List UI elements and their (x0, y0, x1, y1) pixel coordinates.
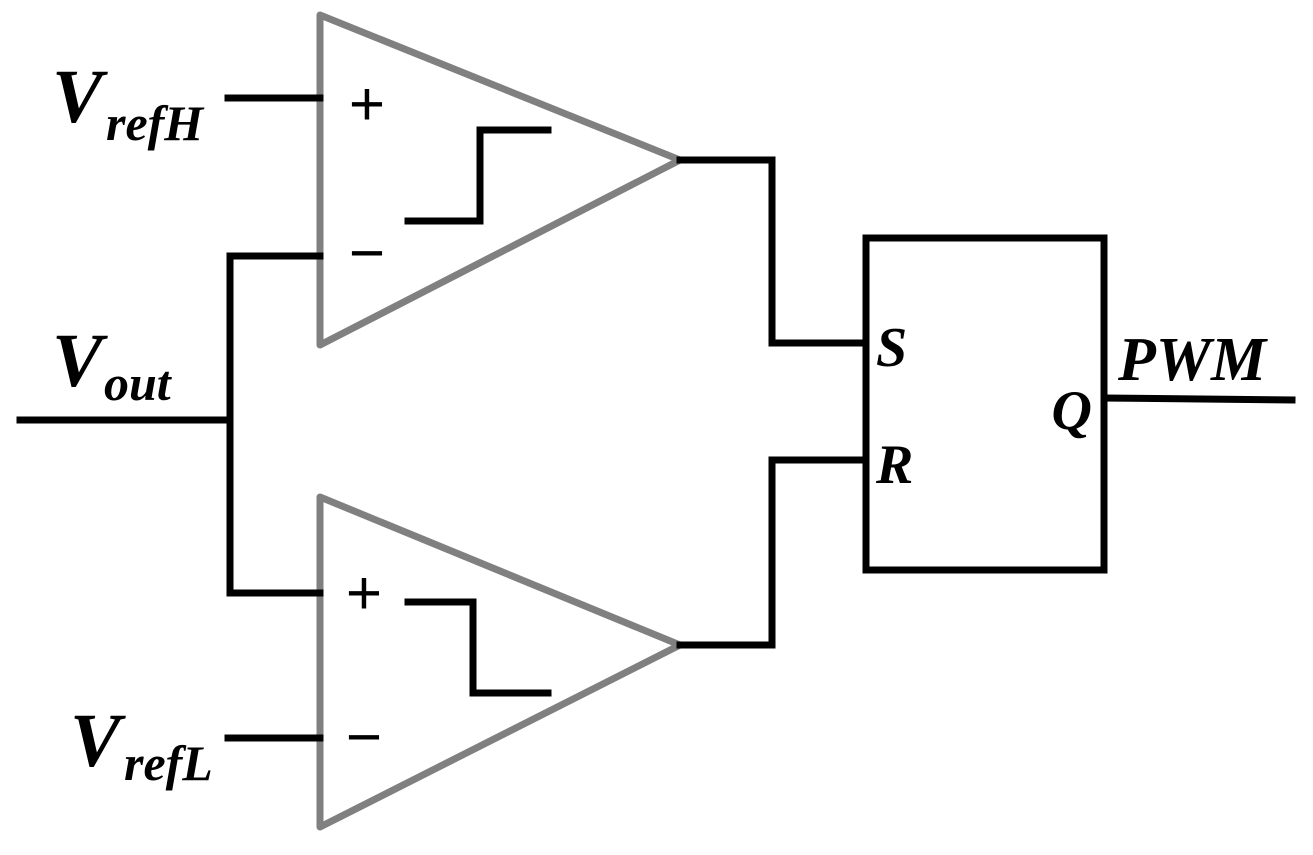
set-wire (676, 156, 870, 347)
vref-high-main: V (52, 55, 108, 139)
comparator-low-plus-sign: + (346, 559, 382, 628)
reset-wire (676, 456, 870, 649)
vout-subscript: out (104, 355, 173, 411)
latch-reset-label: R (875, 434, 913, 496)
vout-label: Vout (52, 319, 173, 411)
comparator-high-hysteresis-symbol (404, 126, 552, 225)
wires (16, 94, 1296, 742)
vref-low-subscript: refL (124, 735, 213, 791)
signal-labels: VrefH Vout VrefL PWM (52, 55, 1268, 791)
sr-latch-box (862, 234, 1108, 574)
comparator-high: + − (316, 11, 684, 349)
vref-low-label: VrefL (70, 699, 213, 791)
sr-latch: S R Q (862, 234, 1108, 574)
latch-output-label: Q (1052, 380, 1092, 442)
pwm-output-label: PWM (1117, 326, 1268, 394)
vref-low-main: V (70, 699, 126, 783)
vout-feed-wire (226, 252, 324, 597)
comparator-low-body (316, 493, 684, 831)
comparator-low-minus-sign: − (346, 703, 382, 772)
comparator-high-minus-sign: − (349, 219, 385, 288)
pwm-output-wire (1100, 394, 1296, 404)
comparator-low-hysteresis-symbol (404, 598, 552, 697)
comparator-high-plus-sign: + (349, 70, 385, 139)
vref-high-label: VrefH (52, 55, 205, 151)
comparator-low: + − (316, 493, 684, 831)
vout-main: V (52, 319, 108, 403)
vref-high-subscript: refH (106, 95, 205, 151)
latch-set-label: S (876, 317, 907, 379)
comparator-high-body (316, 11, 684, 349)
